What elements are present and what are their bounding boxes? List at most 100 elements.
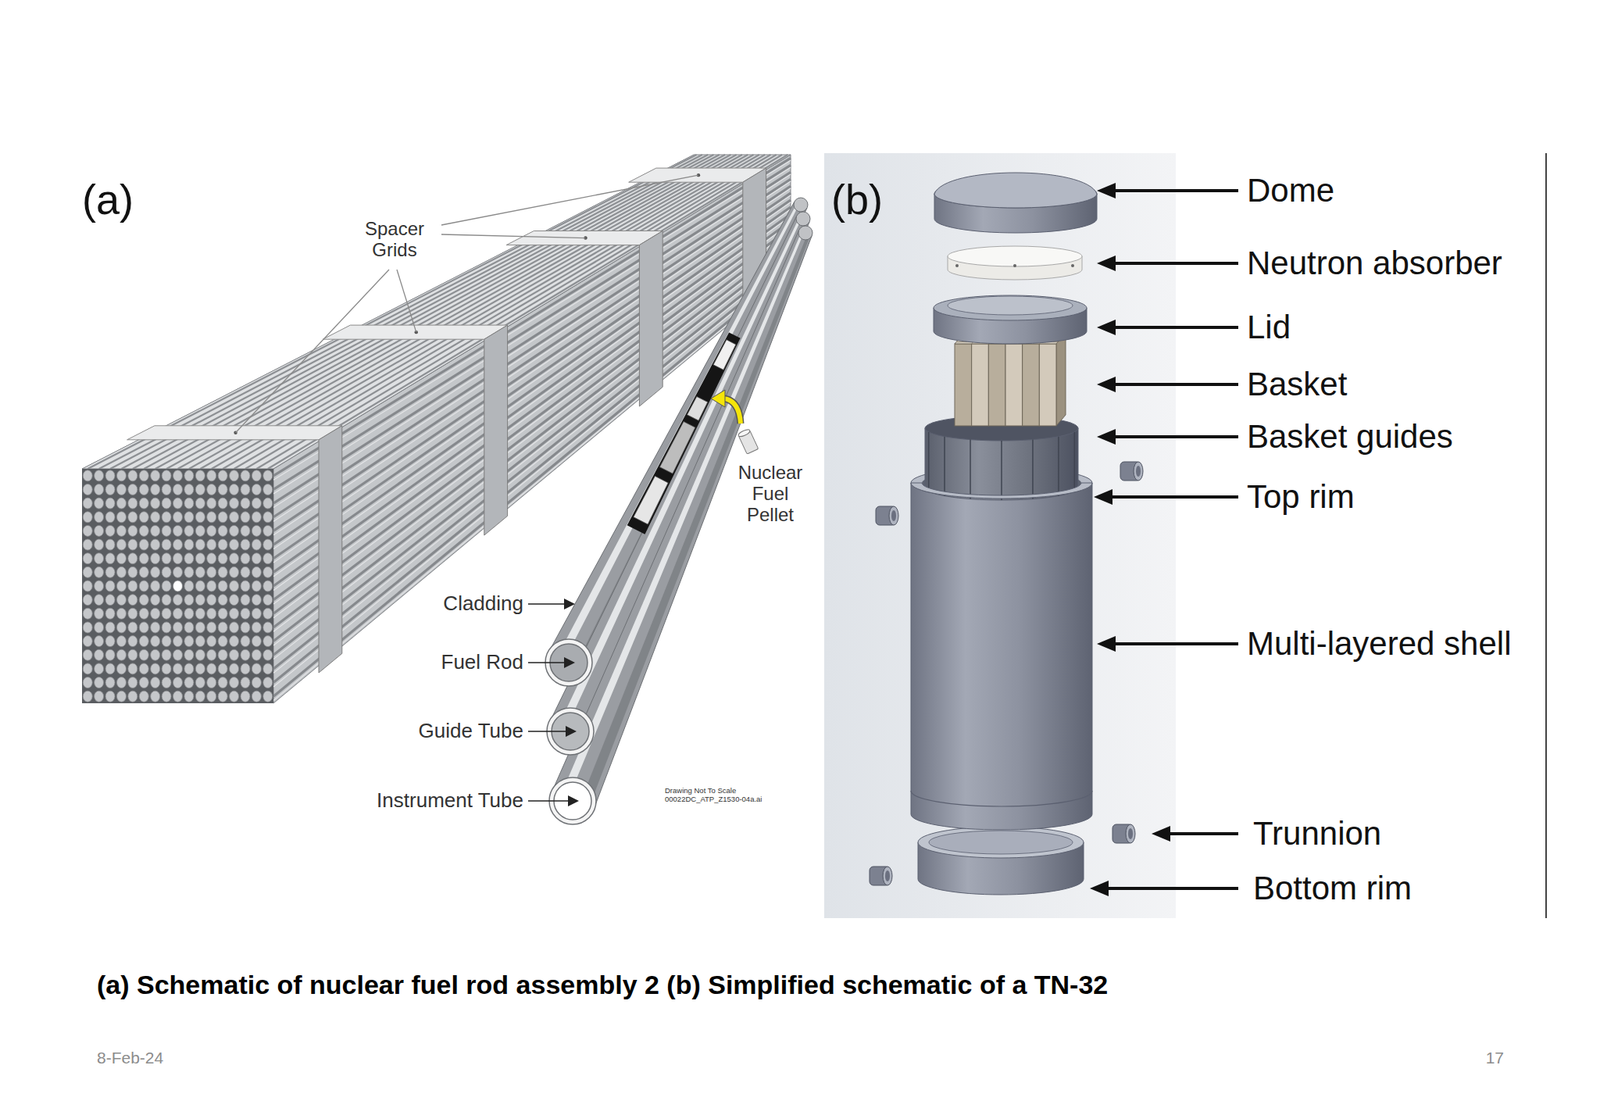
rod-end: [251, 566, 261, 578]
rod-end: [207, 621, 217, 633]
tube-far-end: [798, 225, 813, 240]
rod-end: [184, 677, 194, 689]
rod-end: [229, 635, 240, 647]
guide-segment: [1032, 439, 1034, 500]
rod-end: [229, 607, 240, 619]
rod-end: [139, 525, 149, 536]
rod-end: [195, 539, 205, 550]
callout-arrow: [1103, 886, 1239, 890]
rod-end: [263, 511, 273, 523]
rod-end: [94, 539, 104, 550]
callout-arrow-head: [1089, 880, 1109, 897]
callout-arrow: [1110, 435, 1239, 439]
part-label: Basket guides: [1246, 417, 1454, 457]
rod-end: [105, 621, 115, 633]
rod-end: [82, 649, 93, 661]
trunnion: [869, 866, 893, 886]
rod-end: [240, 470, 250, 482]
rod-end: [263, 594, 273, 606]
callout-arrow-head: [1096, 182, 1116, 199]
rod-end: [263, 677, 273, 689]
rod-end: [173, 649, 183, 661]
rod-end: [173, 663, 183, 675]
fuel-rod-highlight: [273, 209, 791, 577]
rod-end: [207, 635, 217, 647]
rod-end: [116, 621, 126, 633]
trunnion-bore: [891, 510, 897, 522]
rod-end: [240, 566, 250, 578]
rod-end: [184, 594, 194, 606]
part-label: Bottom rim: [1253, 868, 1412, 908]
rod-end: [82, 580, 93, 592]
rod-end: [82, 635, 93, 647]
part-label: Nuclear Fuel Pellet: [731, 462, 810, 526]
leader-line: [528, 661, 566, 664]
rod-end: [229, 594, 240, 606]
rod-end: [240, 580, 250, 592]
rod-end: [263, 553, 273, 565]
rod-end: [82, 553, 93, 565]
rod-end: [184, 649, 194, 661]
rod-end: [184, 539, 194, 550]
rod-end: [139, 635, 149, 647]
rod-end: [94, 635, 104, 647]
rod-end: [184, 525, 194, 536]
rod-end: [105, 607, 115, 619]
rod-end: [184, 511, 194, 523]
panel-background: [824, 153, 1176, 918]
rod-end: [240, 635, 250, 647]
leader-line: [528, 730, 568, 733]
cask-panel: [824, 153, 1547, 918]
rod-end: [251, 553, 261, 565]
rod-end: [82, 525, 93, 536]
rod-end: [207, 539, 217, 550]
part-label: Top rim: [1246, 477, 1355, 517]
rod-end: [82, 566, 93, 578]
fuel-rod-line: [155, 154, 732, 469]
rod-end: [128, 553, 138, 565]
rod-end: [105, 566, 115, 578]
rod-end: [263, 470, 273, 482]
tube-highlight: [557, 203, 800, 661]
rod-end: [195, 607, 205, 619]
fuel-rod-line: [189, 154, 748, 469]
rod-end: [195, 497, 205, 509]
rod-end: [251, 690, 261, 702]
insert-arrow-head: [710, 389, 725, 408]
rod-end: [240, 497, 250, 509]
rod-end: [105, 635, 115, 647]
rod-end: [251, 470, 261, 482]
rod-end: [128, 690, 138, 702]
rod-end: [116, 470, 126, 482]
rod-end: [105, 690, 115, 702]
rod-end: [207, 649, 217, 661]
rod-end: [184, 497, 194, 509]
rod-end: [207, 580, 217, 592]
rod-end: [82, 621, 93, 633]
rod-end: [94, 690, 104, 702]
rod-end: [116, 580, 126, 592]
rod-end: [263, 690, 273, 702]
rod-end: [207, 690, 217, 702]
rod-end: [150, 553, 161, 565]
rod-end: [116, 497, 126, 509]
rod-end: [217, 677, 228, 689]
basket-cell: [988, 343, 1006, 426]
rod-end: [195, 580, 205, 592]
rod-end: [184, 483, 194, 495]
part-label: Spacer Grids: [351, 218, 438, 261]
fuel-rod-line: [110, 154, 708, 469]
rod-end: [139, 539, 149, 550]
bottom-rim-recess: [928, 830, 1073, 854]
pellet-top: [737, 428, 751, 438]
guide-segment: [1000, 440, 1003, 500]
rod-end: [94, 594, 104, 606]
leader-line: [528, 603, 566, 605]
fuel-pellet-stack: [713, 339, 736, 371]
rod-end: [217, 635, 228, 647]
slide-number: 17: [1485, 1047, 1504, 1068]
neutron-absorber-top: [947, 246, 1083, 267]
rod-end: [150, 525, 161, 536]
leader-line: [441, 175, 699, 225]
